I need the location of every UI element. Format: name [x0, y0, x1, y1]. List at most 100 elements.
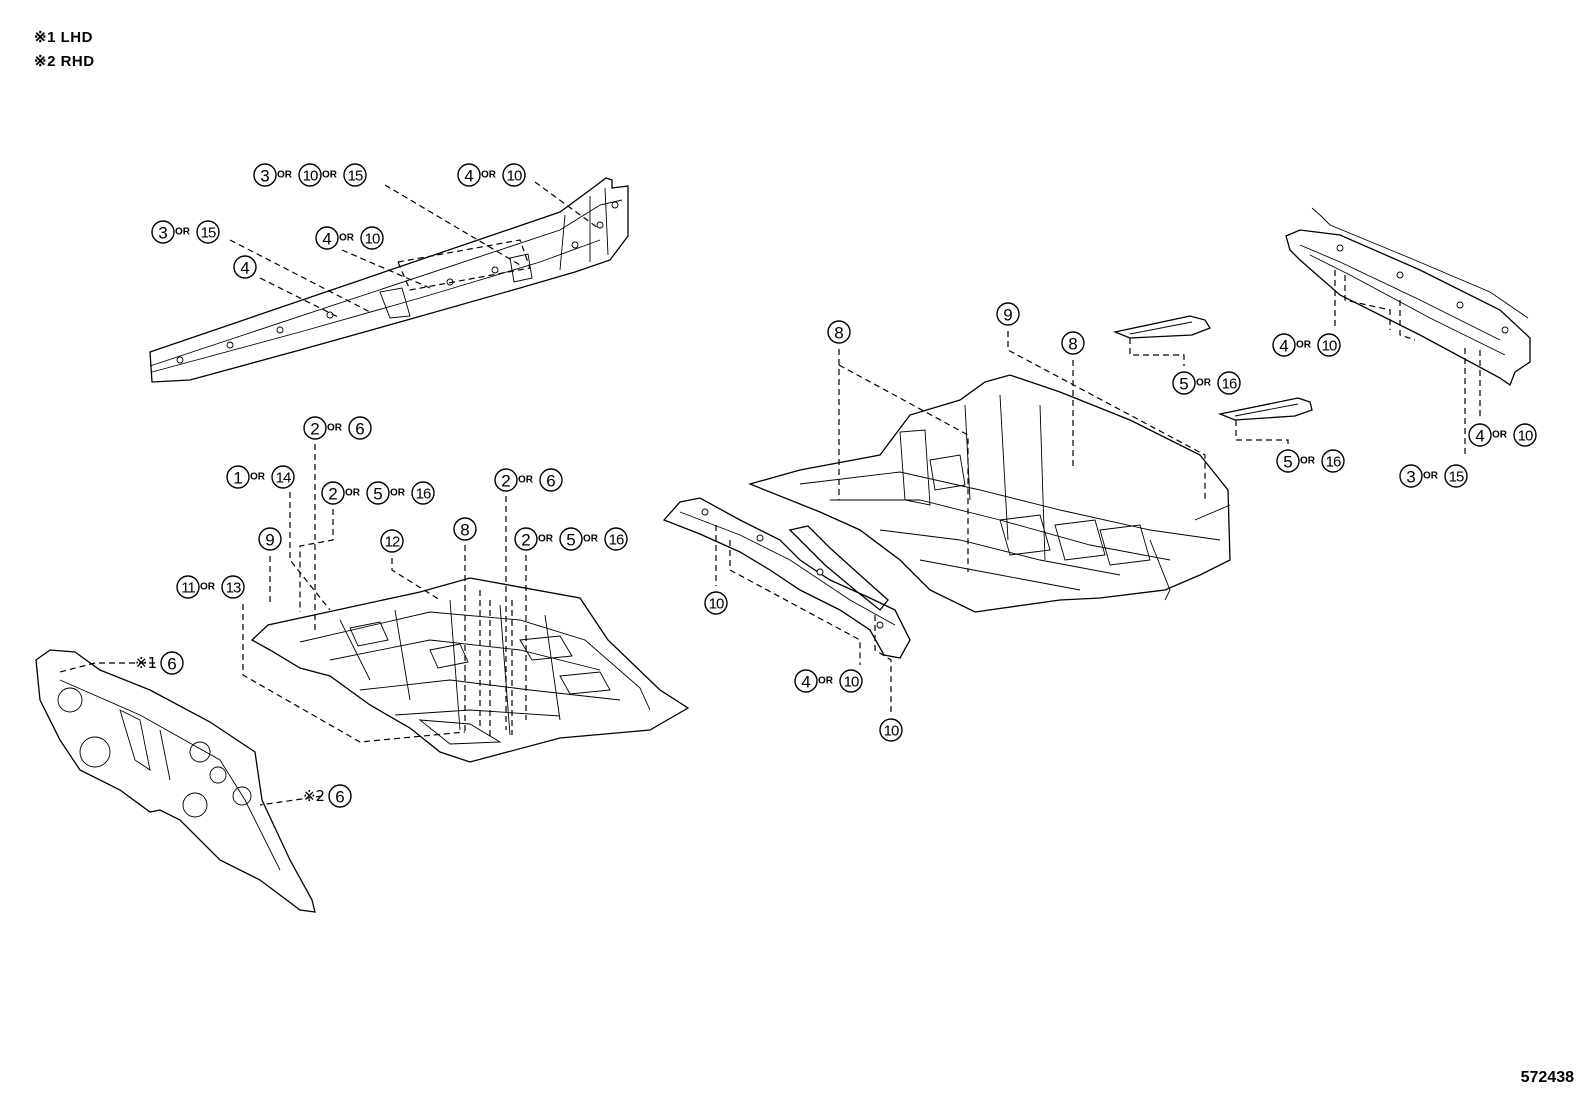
part-number: 10 [507, 168, 522, 185]
part-number-circle [453, 517, 477, 541]
legend-mark: ※1 [34, 29, 56, 46]
rocker-panel [149, 177, 629, 383]
part-number-circle [1513, 423, 1537, 447]
part-number-circle [196, 220, 220, 244]
part-number-circle [827, 320, 851, 344]
part-number: 5 [1283, 453, 1292, 472]
callout-c-sill-d: 4 OR 10 [315, 226, 384, 250]
part-number-circle [1272, 333, 1296, 357]
part-number-circle [321, 481, 345, 505]
part-number-circle [559, 527, 583, 551]
part-number-circle [1217, 371, 1241, 395]
callout-c-front-h: 2 OR 5 OR 16 [514, 527, 628, 551]
or-separator: OR [1300, 456, 1316, 467]
callout-c-rail-a: 10 [704, 591, 728, 615]
part-number-circle [271, 465, 295, 489]
part-number-circle [176, 575, 200, 599]
part-number: 16 [609, 532, 624, 549]
part-number: 2 [328, 485, 337, 504]
floor-bracket-lower [1217, 397, 1313, 421]
or-separator: OR [327, 423, 343, 434]
part-number: 8 [834, 324, 843, 343]
part-number-circle [226, 465, 250, 489]
part-number: 15 [1449, 469, 1464, 486]
part-number: 8 [1068, 335, 1077, 354]
part-number: 4 [322, 230, 331, 249]
part-number: 10 [1322, 338, 1337, 355]
or-separator: OR [518, 475, 534, 486]
or-separator: OR [322, 170, 338, 181]
part-number-circle [1276, 449, 1300, 473]
part-number: 9 [1003, 306, 1012, 325]
part-number: 16 [1326, 454, 1341, 471]
or-separator: OR [583, 534, 599, 545]
part-number-circle [348, 416, 372, 440]
part-number-circle [380, 529, 404, 553]
callout-c-front-a: 2 OR 6 [303, 416, 372, 440]
callout-c-sill-e: 4 [233, 255, 257, 279]
part-number-circle [221, 575, 245, 599]
part-number: 9 [265, 531, 274, 550]
part-number-circle [1317, 333, 1341, 357]
part-number-circle [1444, 464, 1468, 488]
part-number: 5 [566, 531, 575, 550]
callout-c-center-b: 9 [996, 302, 1020, 326]
callout-c-brk-b: 5 OR 16 [1276, 449, 1345, 473]
part-number: 10 [365, 231, 380, 248]
drive-mark: ※1 [135, 654, 157, 672]
part-number-circle [514, 527, 538, 551]
callout-c-front-f: 12 [380, 529, 404, 553]
part-number: 12 [385, 534, 400, 551]
legend-text: RHD [60, 53, 95, 70]
part-number-circle [879, 718, 903, 742]
or-separator: OR [390, 488, 406, 499]
or-separator: OR [339, 233, 355, 244]
part-number-circle [360, 226, 384, 250]
part-number: 6 [335, 788, 344, 807]
part-number: 3 [1406, 468, 1415, 487]
part-number: 10 [303, 168, 318, 185]
legend-item-lhd: ※1 LHD [34, 28, 93, 46]
callout-c-center-c: 8 [1061, 331, 1085, 355]
front-floor-pan [250, 577, 690, 763]
callout-c-rear-c: 3 OR 15 [1399, 464, 1468, 488]
part-number-circle [366, 481, 390, 505]
part-number-circle [604, 527, 628, 551]
part-number: 4 [801, 673, 810, 692]
part-number-circle [794, 669, 818, 693]
or-separator: OR [1296, 340, 1312, 351]
part-number-circle [1061, 331, 1085, 355]
part-number-circle [996, 302, 1020, 326]
part-number-circle [1172, 371, 1196, 395]
part-number: 16 [1222, 376, 1237, 393]
part-number-circle [839, 669, 863, 693]
or-separator: OR [1423, 471, 1439, 482]
or-separator: OR [1196, 378, 1212, 389]
part-number: 4 [1475, 427, 1484, 446]
part-number: 6 [355, 420, 364, 439]
diagram-code: 572438 [1520, 1069, 1574, 1086]
floor-bracket-upper [1112, 315, 1211, 339]
part-number: 10 [844, 674, 859, 691]
part-number-circle [233, 255, 257, 279]
part-number: 1 [233, 469, 242, 488]
part-number-circle [303, 416, 327, 440]
part-number: 2 [310, 420, 319, 439]
part-number-circle [258, 527, 282, 551]
part-number-circle [502, 163, 526, 187]
or-separator: OR [175, 227, 191, 238]
part-number-circle [1399, 464, 1423, 488]
or-separator: OR [1492, 430, 1508, 441]
part-number: 8 [460, 521, 469, 540]
or-separator: OR [538, 534, 554, 545]
part-number-circle [1321, 449, 1345, 473]
or-separator: OR [818, 676, 834, 687]
part-number: 2 [521, 531, 530, 550]
